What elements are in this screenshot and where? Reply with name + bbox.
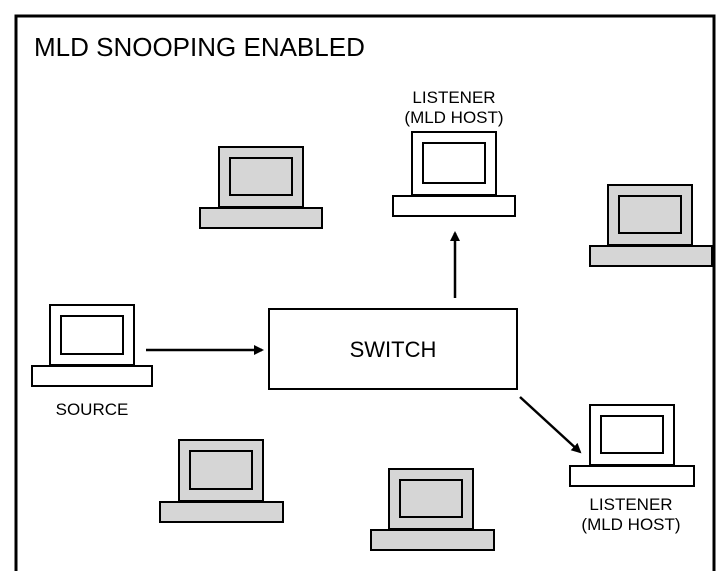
listener-top-label-line1: LISTENER [412,88,495,107]
edge-switch-to-listener-bottom-right [519,396,582,454]
diagram-frame [14,14,716,571]
laptop-source [31,304,153,387]
laptop-host-top-right [589,184,713,267]
laptop-listener-bottom-right [569,404,695,487]
switch-node: SWITCH [268,308,518,390]
switch-label: SWITCH [350,337,437,362]
diagram-title: MLD SNOOPING ENABLED [34,32,365,62]
listener-bottom-right-label-line2: (MLD HOST) [581,515,680,534]
listener-top-label-line2: (MLD HOST) [404,108,503,127]
laptop-host-bottom-center [370,468,495,551]
laptop-host-top-left [199,146,323,229]
source-label: SOURCE [56,400,129,419]
switch-box [268,308,518,390]
laptop-listener-top [392,131,516,217]
listener-bottom-right-label-line1: LISTENER [589,495,672,514]
laptop-host-bottom-left [159,439,284,523]
